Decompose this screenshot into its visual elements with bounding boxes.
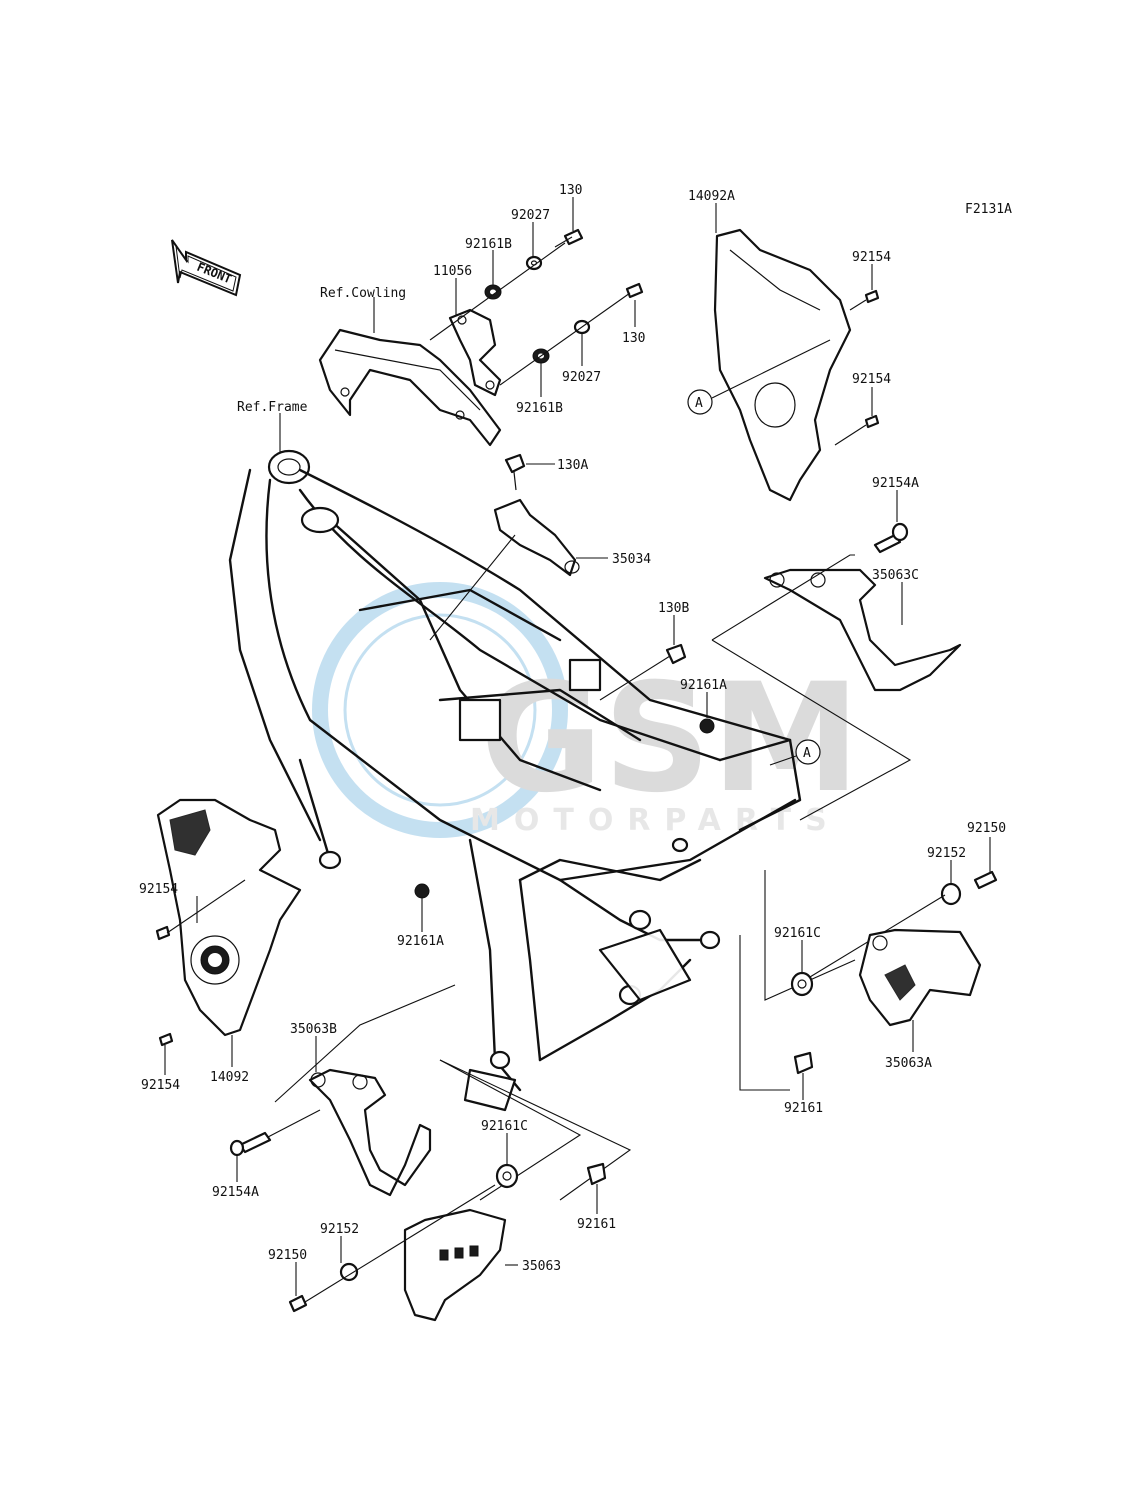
label-14092A: 14092A	[688, 189, 735, 204]
washer-92027-top	[525, 255, 543, 271]
grommet-92161-l	[586, 1162, 607, 1186]
bolt-92150-l	[288, 1294, 308, 1313]
label-130-top: 130	[559, 183, 582, 198]
label-92161B-top: 92161B	[465, 237, 512, 252]
bracket-35063C	[763, 568, 962, 692]
label-35063: 35063	[522, 1259, 561, 1274]
label-92154A-l: 92154A	[212, 1185, 259, 1200]
svg-text:A: A	[803, 746, 811, 761]
label-11056: 11056	[433, 264, 472, 279]
ref-frame-label: Ref.Frame	[237, 400, 308, 415]
bolt-130B	[599, 643, 687, 701]
collar-92152-l	[339, 1262, 359, 1282]
ref-cowling-label: Ref.Cowling	[320, 286, 406, 301]
grommet-92161B-top	[484, 284, 502, 300]
collar-92152-r	[940, 882, 962, 906]
label-92150-l: 92150	[268, 1248, 307, 1263]
figure-code: F2131A	[965, 202, 1012, 217]
label-130B: 130B	[658, 601, 689, 616]
watermark-sub: MOTORPARTS	[470, 803, 841, 838]
label-35063B: 35063B	[290, 1022, 337, 1037]
leader-lines	[164, 197, 991, 1296]
label-92027-mid: 92027	[562, 370, 601, 385]
grommet-92161C-r	[790, 971, 814, 997]
grommet-92161-r	[793, 1051, 814, 1075]
bolt-130A	[504, 453, 526, 491]
bolt-92154A-l	[229, 1109, 321, 1157]
label-130A: 130A	[557, 458, 588, 473]
label-92027-top: 92027	[511, 208, 550, 223]
label-92161B-mid: 92161B	[516, 401, 563, 416]
label-92154-r1: 92154	[852, 250, 891, 265]
grommet-92161A-l	[414, 883, 430, 899]
label-35063C: 35063C	[872, 568, 919, 583]
label-92154-r2: 92154	[852, 372, 891, 387]
front-arrow-icon: FRONT	[171, 239, 242, 297]
label-92161A-l: 92161A	[397, 934, 444, 949]
screw-92154-l1	[155, 879, 246, 941]
screw-92154-r2	[834, 414, 880, 446]
bolt-92154A-r	[873, 522, 909, 554]
grommet-92161A-r	[699, 718, 715, 734]
label-92154-l1: 92154	[139, 882, 178, 897]
bracket-35063B	[308, 1068, 432, 1197]
label-130-mid: 130	[622, 331, 645, 346]
cover-14092A	[713, 228, 852, 502]
screw-92154-r1	[849, 289, 880, 311]
label-92150-r: 92150	[967, 821, 1006, 836]
label-92161-r: 92161	[784, 1101, 823, 1116]
bracket-11056	[448, 308, 502, 397]
screw-92154-l2	[158, 1032, 174, 1047]
svg-text:A: A	[695, 396, 703, 411]
bracket-35063	[403, 1208, 507, 1322]
label-92154A-r: 92154A	[872, 476, 919, 491]
bolt-130-mid	[625, 282, 644, 299]
label-14092: 14092	[210, 1070, 249, 1085]
callout-a-top: A	[687, 339, 831, 415]
part-labels: Ref.Cowling Ref.Frame 130 92027 92161B 1…	[139, 183, 1006, 1274]
label-35034: 35034	[612, 552, 651, 567]
watermark: GSM MOTORPARTS	[312, 582, 860, 838]
bracket-35063A	[858, 928, 982, 1027]
label-92154-l2: 92154	[141, 1078, 180, 1093]
bolt-130-top	[554, 228, 584, 248]
callout-a-mid: A	[769, 739, 821, 766]
label-35063A: 35063A	[885, 1056, 932, 1071]
label-92152-r: 92152	[927, 846, 966, 861]
cover-14092	[156, 798, 302, 1037]
grommet-92161C-l	[495, 1163, 519, 1189]
label-92161A-r: 92161A	[680, 678, 727, 693]
cowling-stay	[318, 328, 502, 447]
watermark-main: GSM	[480, 652, 860, 826]
label-92152-l: 92152	[320, 1222, 359, 1237]
bracket-35034	[493, 498, 580, 577]
label-92161C-r: 92161C	[774, 926, 821, 941]
bolt-92150-r	[973, 870, 998, 890]
label-92161-l: 92161	[577, 1217, 616, 1232]
label-92161C-l: 92161C	[481, 1119, 528, 1134]
